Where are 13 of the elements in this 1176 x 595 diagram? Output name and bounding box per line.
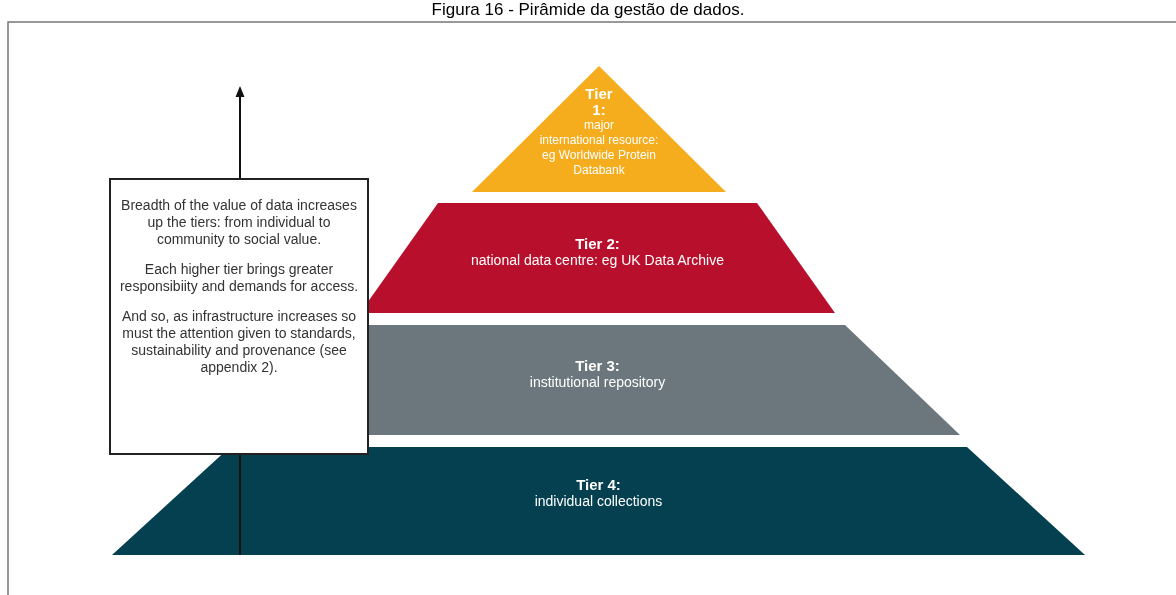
tier-heading: Tier 3: bbox=[574, 358, 621, 374]
note-paragraph: Breadth of the value of data increases up the tiers: from individual to community to social value. bbox=[120, 197, 358, 248]
tier-description: national data centre: eg UK Data Archive bbox=[470, 252, 725, 268]
tier-description: major international resource: eg Worldwide Protein Databank bbox=[538, 118, 660, 178]
note-paragraph: Each higher tier brings greater responsibiity and demands for access. bbox=[119, 261, 359, 295]
note-paragraph: And so, as infrastructure increases so must the attention given to standards, sustainability and provenance (see appendix 2). bbox=[120, 308, 358, 376]
note-box bbox=[109, 178, 369, 455]
figure-title: Figura 16 - Pirâmide da gestão de dados. bbox=[430, 0, 746, 20]
tier-heading: Tier 2: bbox=[574, 236, 621, 252]
tier-heading: Tier 1: bbox=[584, 84, 614, 118]
tier-heading: Tier 4: bbox=[575, 477, 622, 493]
tier-description: individual collections bbox=[533, 493, 664, 509]
tier-description: institutional repository bbox=[528, 374, 667, 390]
